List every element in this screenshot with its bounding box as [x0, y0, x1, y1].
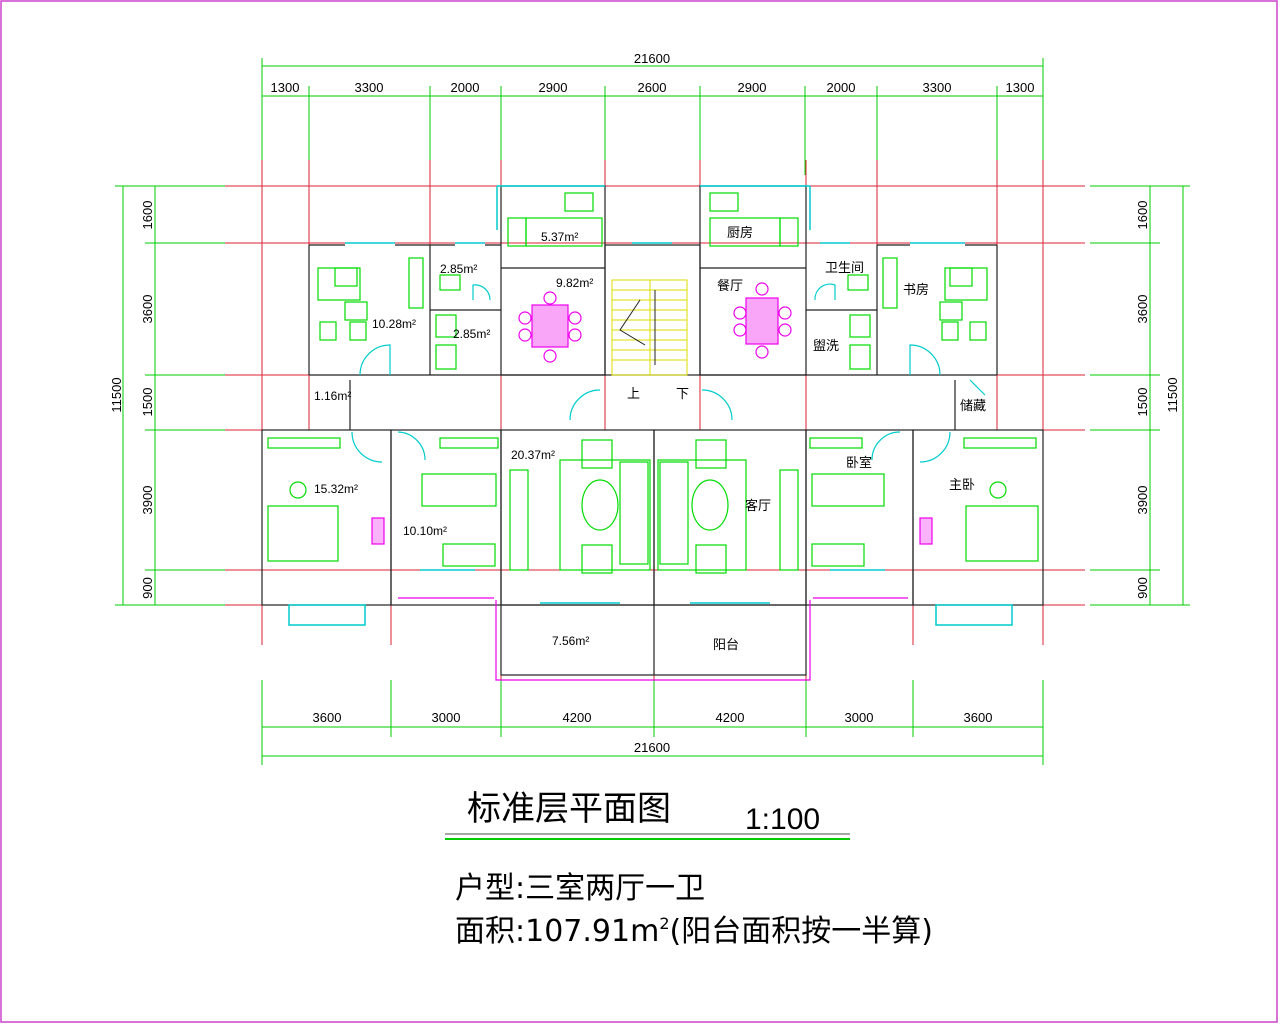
- bedroom-right-label: 卧室: [846, 455, 872, 471]
- top-dim-3: 2000: [451, 80, 480, 95]
- right-dim-2: 3600: [1135, 295, 1150, 324]
- staircase: [611, 279, 688, 376]
- dining-table-left: [518, 291, 582, 363]
- bath-left-upper-area: 2.85m²: [440, 262, 477, 276]
- living-left-area: 20.37m²: [511, 448, 555, 462]
- stair-down-label: 下: [676, 387, 689, 402]
- top-dim-9: 1300: [1006, 80, 1035, 95]
- area-suffix: (阳台面积按一半算): [670, 914, 933, 949]
- study-right-label: 书房: [903, 282, 929, 298]
- bottom-dim-2: 3000: [432, 710, 461, 725]
- study-left-area: 10.28m²: [372, 317, 416, 331]
- bottom-dim-6: 3600: [964, 710, 993, 725]
- balcony-left-area: 7.56m²: [552, 634, 589, 648]
- right-dim-4: 3900: [1135, 486, 1150, 515]
- bedroom-tv-units: [371, 517, 933, 545]
- right-dim-3: 1500: [1135, 388, 1150, 417]
- left-total-dimension: 11500: [109, 377, 124, 412]
- kitchen-right-label: 厨房: [727, 225, 753, 241]
- drawing-scale: 1:100: [745, 803, 820, 836]
- area-line: 面积:107.91m2(阳台面积按一半算): [455, 914, 933, 949]
- area-superscript: 2: [659, 914, 669, 933]
- unit-type-line: 户型:三室两厅一卫: [455, 871, 705, 906]
- dining-left-area: 9.82m²: [556, 276, 593, 290]
- bottom-dimension-labels: 3600 3000 4200 4200 3000 3600: [313, 710, 993, 725]
- top-total-dimension: 21600: [634, 51, 670, 66]
- left-dim-5: 900: [140, 577, 155, 599]
- master-left-area: 15.32m²: [314, 482, 358, 496]
- right-total-dimension: 11500: [1165, 377, 1180, 412]
- storage-right-label: 储藏: [960, 399, 986, 414]
- bottom-dim-3: 4200: [563, 710, 592, 725]
- balcony-outline: [398, 597, 908, 681]
- top-dim-4: 2900: [539, 80, 568, 95]
- balcony-right-label: 阳台: [713, 638, 739, 653]
- right-dim-1: 1600: [1135, 201, 1150, 230]
- dimension-lines: [115, 58, 1190, 765]
- right-dim-5: 900: [1135, 577, 1150, 599]
- windows: [288, 185, 1013, 626]
- top-dim-5: 2600: [638, 80, 667, 95]
- bottom-dim-1: 3600: [313, 710, 342, 725]
- bedroom-left-area: 10.10m²: [403, 524, 447, 538]
- axis-grid: [225, 160, 1085, 680]
- bottom-total-dimension: 21600: [634, 740, 670, 755]
- kitchen-left-area: 5.37m²: [541, 230, 578, 244]
- storage-left-area: 1.16m²: [314, 389, 351, 403]
- left-dim-3: 1500: [140, 388, 155, 417]
- furniture: [267, 192, 1039, 574]
- master-right-label: 主卧: [949, 478, 975, 493]
- area-prefix: 面积:107.91m: [455, 914, 659, 949]
- stair-up-label: 上: [627, 387, 640, 402]
- drawing-title: 标准层平面图: [467, 789, 671, 829]
- dining-right-label: 餐厅: [717, 278, 743, 294]
- top-dimension-labels: 1300 3300 2000 2900 2600 2900 2000 3300 …: [271, 80, 1035, 95]
- top-dim-1: 1300: [271, 80, 300, 95]
- bath-right-label: 卫生间: [825, 261, 864, 276]
- left-dim-2: 3600: [140, 295, 155, 324]
- top-dim-2: 3300: [355, 80, 384, 95]
- top-dim-6: 2900: [738, 80, 767, 95]
- bath-left-lower-area: 2.85m²: [453, 327, 490, 341]
- living-right-label: 客厅: [745, 498, 771, 514]
- top-dim-7: 2000: [827, 80, 856, 95]
- left-dim-1: 1600: [140, 201, 155, 230]
- bottom-dim-4: 4200: [716, 710, 745, 725]
- dining-table-right: [733, 282, 792, 359]
- wash-right-label: 盥洗: [813, 339, 839, 354]
- door-swings: [351, 283, 986, 463]
- walls: [261, 185, 1044, 676]
- room-labels: 5.37m² 厨房 2.85m² 2.85m² 卫生间 盥洗 10.28m² 书…: [314, 225, 986, 653]
- top-dim-8: 3300: [923, 80, 952, 95]
- bottom-dim-5: 3000: [845, 710, 874, 725]
- left-dim-4: 3900: [140, 486, 155, 515]
